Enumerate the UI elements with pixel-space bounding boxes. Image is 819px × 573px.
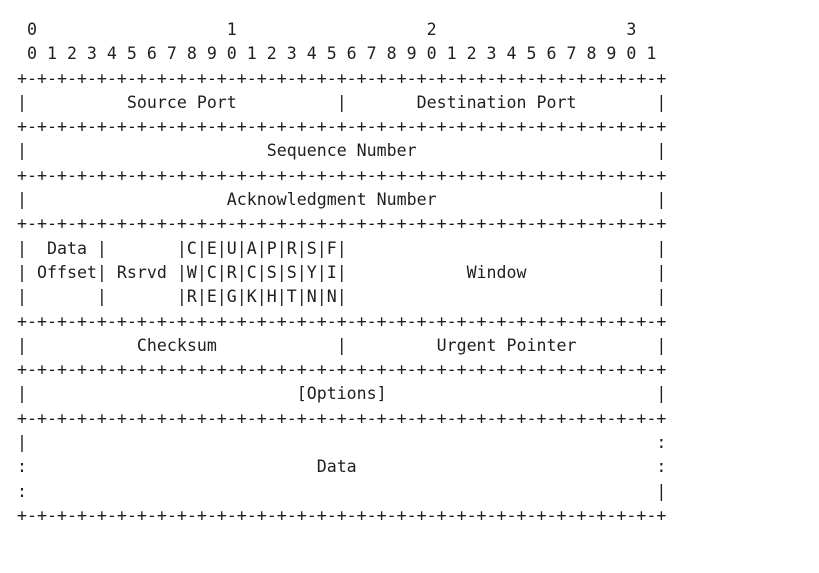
data-row-3: : | [17,481,667,501]
row-separator: +-+-+-+-+-+-+-+-+-+-+-+-+-+-+-+-+-+-+-+-… [17,408,667,428]
flags-row-2: | Offset| Rsrvd |W|C|R|C|S|S|Y|I| Window… [17,262,667,282]
bit-index-tens-row: 0 1 2 3 [17,20,637,39]
ports-row: | Source Port | Destination Port | [17,92,667,112]
flags-row-3: | | |R|E|G|K|H|T|N|N| | [17,287,667,307]
bit-index-units-row: 0 1 2 3 4 5 6 7 8 9 0 1 2 3 4 5 6 7 8 9 … [17,44,657,64]
data-row-2: : Data : [17,457,667,477]
row-separator: +-+-+-+-+-+-+-+-+-+-+-+-+-+-+-+-+-+-+-+-… [17,311,667,331]
row-separator: +-+-+-+-+-+-+-+-+-+-+-+-+-+-+-+-+-+-+-+-… [17,117,667,137]
row-separator: +-+-+-+-+-+-+-+-+-+-+-+-+-+-+-+-+-+-+-+-… [17,214,667,234]
options-row: | [Options] | [17,384,667,404]
row-separator: +-+-+-+-+-+-+-+-+-+-+-+-+-+-+-+-+-+-+-+-… [17,68,667,88]
sequence-number-row: | Sequence Number | [17,141,667,161]
acknowledgment-number-row: | Acknowledgment Number | [17,190,667,210]
flags-row-1: | Data | |C|E|U|A|P|R|S|F| | [17,238,667,258]
tcp-header-diagram: 0 1 2 3 0 1 2 3 4 5 6 7 8 9 0 1 2 3 4 5 … [17,20,667,525]
data-row-1: | : [17,433,667,453]
row-separator: +-+-+-+-+-+-+-+-+-+-+-+-+-+-+-+-+-+-+-+-… [17,165,667,185]
row-separator: +-+-+-+-+-+-+-+-+-+-+-+-+-+-+-+-+-+-+-+-… [17,505,667,525]
row-separator: +-+-+-+-+-+-+-+-+-+-+-+-+-+-+-+-+-+-+-+-… [17,360,667,380]
checksum-row: | Checksum | Urgent Pointer | [17,335,667,355]
